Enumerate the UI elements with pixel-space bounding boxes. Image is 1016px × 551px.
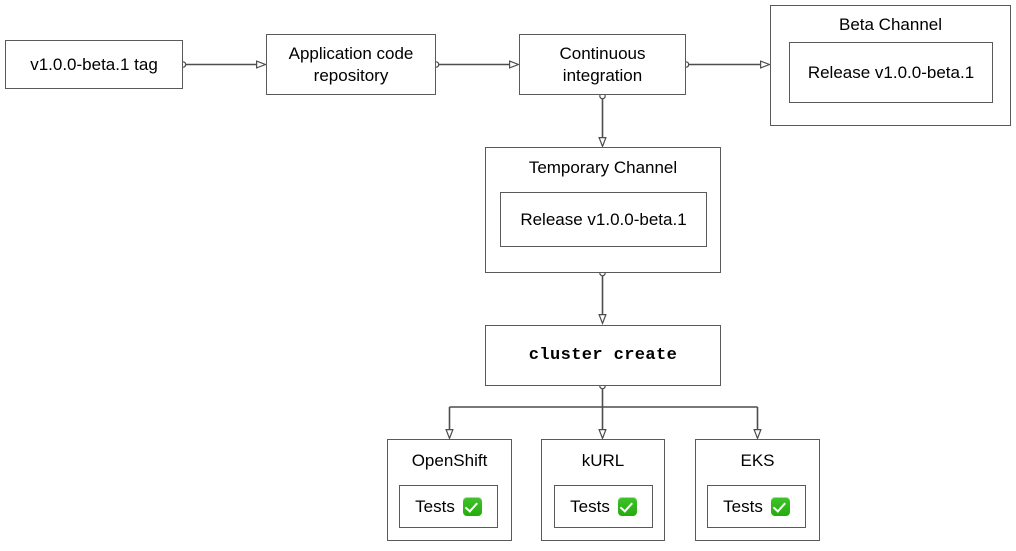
kurl-tests-row: Tests xyxy=(570,496,637,517)
node-repo-label: Application code repository xyxy=(288,44,414,85)
eks-title: EKS xyxy=(740,451,775,470)
kurl-tests-box[interactable]: Tests xyxy=(554,485,653,528)
openshift-tests-label: Tests xyxy=(415,496,455,516)
beta-channel-release-box[interactable]: Release v1.0.0-beta.1 xyxy=(789,42,993,103)
eks-tests-box[interactable]: Tests xyxy=(707,485,806,528)
temporary-channel-title: Temporary Channel xyxy=(528,158,678,177)
eks-tests-row: Tests xyxy=(723,496,790,517)
node-continuous-integration[interactable]: Continuous integration xyxy=(519,34,686,95)
eks-tests-label: Tests xyxy=(723,496,763,516)
node-cluster-create[interactable]: cluster create xyxy=(485,325,721,386)
node-tag-label: v1.0.0-beta.1 tag xyxy=(30,54,158,74)
kurl-title: kURL xyxy=(581,451,625,470)
node-application-code-repository[interactable]: Application code repository xyxy=(266,34,436,95)
node-beta-channel[interactable]: Beta Channel Release v1.0.0-beta.1 xyxy=(770,5,1011,126)
beta-channel-title: Beta Channel xyxy=(838,15,943,34)
check-mark-icon xyxy=(617,497,637,516)
openshift-tests-box[interactable]: Tests xyxy=(399,485,498,528)
check-mark-icon xyxy=(770,497,790,516)
openshift-title: OpenShift xyxy=(411,451,488,470)
node-openshift[interactable]: OpenShift Tests xyxy=(387,439,512,541)
node-eks[interactable]: EKS Tests xyxy=(695,439,820,541)
node-kurl[interactable]: kURL Tests xyxy=(541,439,665,541)
temporary-channel-release-label: Release v1.0.0-beta.1 xyxy=(520,209,687,229)
node-ci-label: Continuous integration xyxy=(559,44,646,85)
node-temporary-channel[interactable]: Temporary Channel Release v1.0.0-beta.1 xyxy=(485,147,721,273)
beta-channel-release-label: Release v1.0.0-beta.1 xyxy=(807,62,975,82)
openshift-tests-row: Tests xyxy=(415,496,482,517)
node-tag[interactable]: v1.0.0-beta.1 tag xyxy=(5,40,183,89)
temporary-channel-release-box[interactable]: Release v1.0.0-beta.1 xyxy=(500,192,707,247)
cluster-create-label: cluster create xyxy=(528,345,678,365)
kurl-tests-label: Tests xyxy=(570,496,610,516)
check-mark-icon xyxy=(462,497,482,516)
